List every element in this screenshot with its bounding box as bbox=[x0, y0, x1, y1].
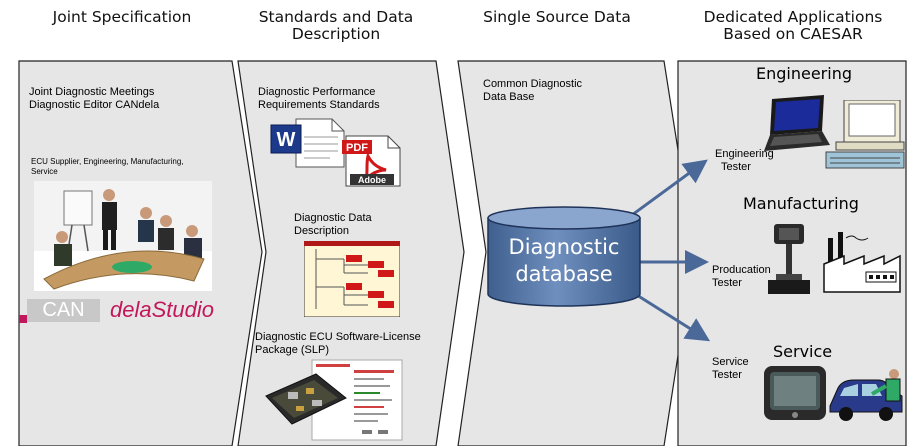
col1-text: Joint Diagnostic Meetings Diagnostic Edi… bbox=[29, 86, 160, 111]
engineering-title: Engineering bbox=[756, 64, 852, 83]
adobe-label: Adobe bbox=[358, 175, 386, 185]
factory-icon bbox=[823, 232, 901, 293]
word-document-icon: W bbox=[270, 118, 345, 168]
production-tester-label: Producation Tester bbox=[712, 264, 771, 289]
engineering-tester-label: Engineering Tester bbox=[715, 148, 774, 173]
database-cylinder-icon bbox=[487, 206, 641, 307]
meeting-image bbox=[34, 181, 212, 291]
service-tester-icon bbox=[764, 366, 826, 420]
desktop-computer-icon bbox=[825, 100, 905, 169]
logo-can: CAN bbox=[27, 299, 100, 322]
arrow-to-engineering bbox=[631, 159, 708, 217]
header-joint-specification: Joint Specification bbox=[52, 8, 192, 26]
ecu-software-package-icon bbox=[265, 359, 403, 441]
car-mechanic-icon bbox=[829, 369, 903, 421]
pdf-adobe-icon: PDF Adobe bbox=[342, 135, 401, 187]
header-standards: Standards and Data Description bbox=[258, 8, 414, 43]
laptop-icon bbox=[764, 95, 830, 151]
performance-text: Diagnostic Performance Requirements Stan… bbox=[258, 86, 380, 111]
production-tester-icon bbox=[768, 224, 810, 294]
header-single-source: Single Source Data bbox=[483, 8, 631, 26]
tree-diagram-icon bbox=[304, 241, 400, 317]
pdf-label: PDF bbox=[346, 142, 368, 154]
arrow-to-service bbox=[631, 290, 711, 342]
data-description-text: Diagnostic Data Description bbox=[294, 212, 372, 237]
svg-text:W: W bbox=[277, 129, 296, 151]
logo-square-icon bbox=[19, 315, 27, 323]
service-tester-label: Service Tester bbox=[712, 356, 749, 381]
database-label: Diagnostic database bbox=[508, 235, 620, 286]
supplier-text: ECU Supplier, Engineering, Manufacturing… bbox=[31, 157, 184, 176]
manufacturing-title: Manufacturing bbox=[743, 194, 859, 213]
common-database-text: Common Diagnostic Data Base bbox=[483, 78, 583, 103]
service-title: Service bbox=[773, 342, 833, 361]
header-dedicated-applications: Dedicated Applications Based on CAESAR bbox=[703, 8, 883, 43]
slp-text: Diagnostic ECU Software-License Package … bbox=[255, 331, 421, 356]
logo-dela-studio: delaStudio bbox=[110, 297, 214, 322]
